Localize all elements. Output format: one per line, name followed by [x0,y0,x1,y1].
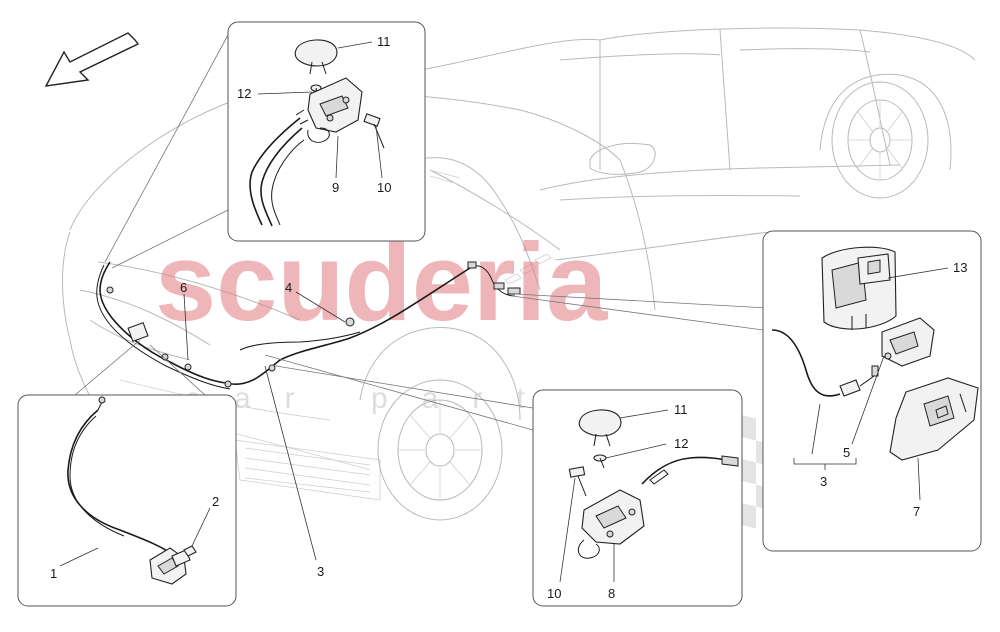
label-1: 1 [50,566,57,581]
hood-release-cable-assembly [96,261,521,390]
callout-line-top-b [111,209,229,269]
detail-box-hood-lock-bottom: 11 12 10 8 [532,389,743,607]
clip-2 [183,545,197,557]
label-11-top: 11 [377,34,391,49]
label-13: 13 [953,260,967,275]
callout-line-top-a [104,34,229,263]
bolt-10-b [568,466,586,478]
leader-3 [264,365,317,561]
callout-line-br-a [264,354,534,431]
leader-4 [295,291,346,323]
fender-vents [504,253,552,285]
label-12-bottom: 12 [674,436,688,451]
label-5: 5 [843,445,850,460]
label-2: 2 [212,494,219,509]
callout-line-br-b [269,364,534,409]
label-4: 4 [285,280,292,295]
callout-line-right-b [514,293,769,309]
cover-cap-11 [294,39,338,67]
side-mirror-outline [429,142,656,185]
label-11-bottom: 11 [674,402,688,417]
detail-box-hood-lock-top: 11 12 9 10 [227,21,426,242]
bolt-10 [363,113,381,127]
callout-line-left-a [74,339,141,396]
label-10-bottom: 10 [547,586,561,601]
car-body-outline [62,27,976,501]
leader-6 [183,293,189,361]
label-8: 8 [608,586,615,601]
detail-box-release-lever: 1 2 [17,394,237,607]
watermark-subtitle: car parts [185,382,608,415]
label-3-main: 3 [317,564,324,579]
label-7: 7 [913,504,920,519]
direction-arrow-icon [44,32,140,87]
label-12-top: 12 [237,86,251,101]
callout-line-right-a [511,295,764,331]
callout-line-left-b [149,344,206,396]
label-3-right: 3 [820,474,827,489]
label-9-top: 9 [332,180,339,195]
label-6: 6 [180,280,187,295]
detail-box-fuel-flap: 13 5 3 7 [762,230,982,552]
label-10-top: 10 [377,180,391,195]
cover-cap-11-b [578,409,622,437]
front-wheel-outline [359,327,521,521]
rear-wheel-outline [819,73,952,199]
